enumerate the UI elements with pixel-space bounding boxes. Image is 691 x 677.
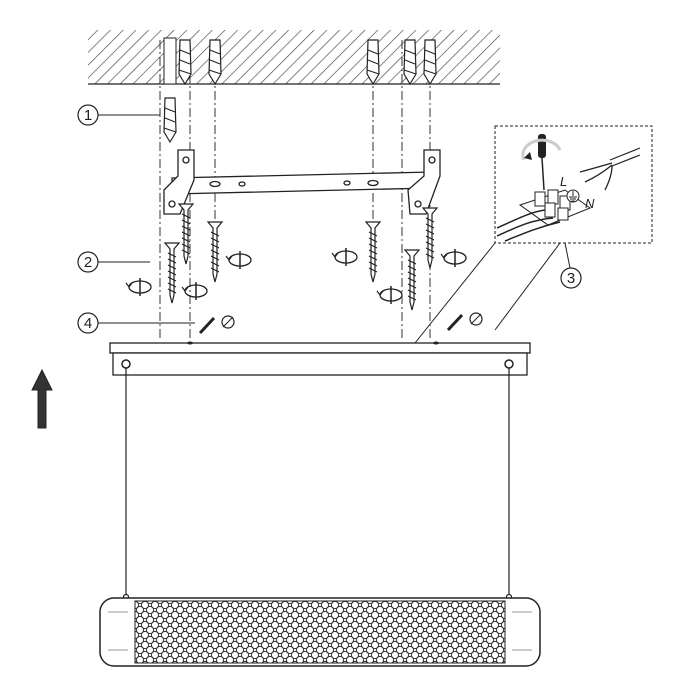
mounting-bracket <box>163 149 441 215</box>
cable-ends <box>579 147 641 191</box>
svg-text:2: 2 <box>84 254 92 271</box>
arrow-up-icon <box>31 368 53 429</box>
callout-3: 3 <box>560 242 582 289</box>
svg-text:3: 3 <box>567 270 575 287</box>
callout-1: 1 <box>77 97 177 143</box>
lamp-tube <box>99 597 541 667</box>
earth-icon <box>566 189 580 203</box>
neutral-label: N <box>585 196 595 211</box>
small-screw-left <box>198 315 235 335</box>
wiring-detail-inset: L N <box>414 125 653 344</box>
svg-text:4: 4 <box>84 315 92 332</box>
suspension-cables <box>122 368 513 601</box>
live-label: L <box>560 174 567 189</box>
callout-4: 4 <box>77 312 483 335</box>
ceiling-canopy <box>109 341 531 376</box>
screwdriver-icon <box>521 134 562 191</box>
callout-2: 2 <box>77 251 150 273</box>
small-screw-right <box>446 312 483 332</box>
ceiling <box>88 30 500 85</box>
wall-plugs <box>163 37 437 85</box>
svg-text:1: 1 <box>84 107 92 124</box>
